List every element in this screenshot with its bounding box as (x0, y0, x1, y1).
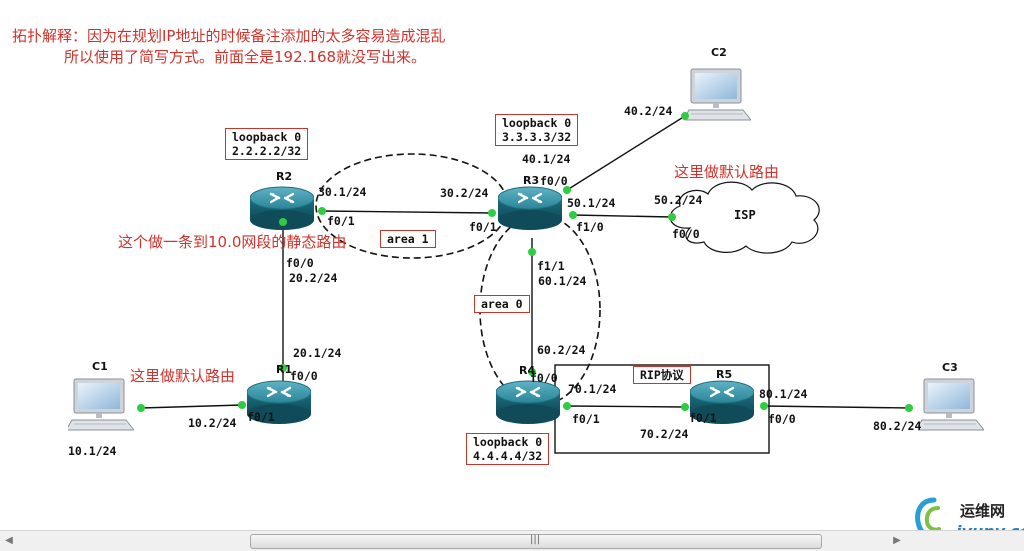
label-r1-f01: f0/1 (247, 410, 275, 424)
label-isp-ip: 50.2/24 (654, 193, 703, 207)
label-r1-ip-20-1: 20.1/24 (293, 346, 342, 360)
label-r3-ip-30-2: 30.2/24 (440, 186, 489, 200)
label-r3-f11: f1/1 (537, 259, 565, 273)
label-r4-f01: f0/1 (572, 412, 600, 426)
caption-r3-default-route: 这里做默认路由 (674, 163, 780, 181)
port-dot-r2-f01 (318, 207, 326, 215)
port-dot-isp (668, 213, 676, 221)
caption-r1-default-route: 这里做默认路由 (130, 367, 236, 385)
link-r4-r5 (566, 405, 686, 408)
label-r4-f00: f0/0 (530, 371, 558, 385)
device-name-isp: ISP (734, 208, 756, 222)
link-r2-r3 (321, 210, 493, 214)
label-r3-f10: f1/0 (576, 220, 604, 234)
port-dot-r3-f10 (569, 211, 577, 219)
scrollbar-grip: ||| (530, 534, 541, 545)
r3-loopback-box: loopback 0 3.3.3.3/32 (495, 114, 579, 146)
pc-c3-icon[interactable] (916, 378, 984, 431)
horizontal-scrollbar[interactable]: ◀ ||| ▶ (0, 530, 1024, 551)
link-r3-isp (572, 214, 673, 218)
label-r2-ip-30-1: 30.1/24 (318, 185, 367, 199)
port-dot-r1-f00 (279, 364, 287, 372)
device-name-r4: R4 (519, 364, 536, 377)
label-c1-ip: 10.1/24 (68, 444, 117, 458)
label-c2-ip: 40.2/24 (624, 104, 673, 118)
device-name-c1: C1 (92, 360, 108, 373)
port-dot-r3-f01 (488, 209, 496, 217)
caption-line1: 拓扑解释：因为在规划IP地址的时候备注添加的太多容易造成混乱 (12, 27, 446, 45)
device-name-c2: C2 (711, 46, 727, 59)
port-dot-r3-f11 (528, 248, 536, 256)
r2-loopback-box: loopback 0 2.2.2.2/32 (225, 128, 309, 160)
device-name-c3: C3 (942, 361, 958, 374)
router-r3-icon[interactable] (498, 186, 562, 230)
watermark-cn: 运维网 (960, 502, 1006, 520)
port-dot-c3 (905, 404, 913, 412)
link-c1-r1 (140, 404, 243, 409)
router-r4-icon[interactable] (496, 380, 560, 424)
label-r4-ip-60-2: 60.2/24 (537, 343, 586, 357)
label-r1-ip-10-2: 10.2/24 (188, 416, 237, 430)
label-r3-f01: f0/1 (469, 220, 497, 234)
device-name-r5: R5 (716, 368, 733, 381)
scroll-right-arrow-icon[interactable]: ▶ (893, 535, 901, 546)
label-r1-f00: f0/0 (290, 369, 318, 383)
scrollbar-thumb[interactable]: ||| (250, 534, 822, 549)
label-r3-ip-60-1: 60.1/24 (538, 274, 587, 288)
label-r5-f00: f0/0 (768, 412, 796, 426)
rip-protocol-label: RIP协议 (633, 366, 691, 384)
port-dots (137, 112, 913, 412)
label-r2-f01: f0/1 (327, 214, 355, 228)
device-name-r2: R2 (276, 170, 293, 183)
port-dot-c2 (681, 112, 689, 120)
port-dot-r4-f01 (563, 402, 571, 410)
topology-svg (66, 68, 984, 454)
label-r4-ip-70-1: 70.1/24 (568, 382, 617, 396)
scroll-left-arrow-icon[interactable]: ◀ (5, 535, 13, 546)
port-dot-r5-f01 (681, 403, 689, 411)
port-dot-r4-f00 (528, 368, 536, 376)
label-isp-f00: f0/0 (672, 227, 700, 241)
caption-r2-static-route: 这个做一条到10.0网段的静态路由 (118, 233, 347, 251)
label-r3-ip-40-1: 40.1/24 (522, 152, 571, 166)
port-dot-r5-f00 (760, 402, 768, 410)
label-r2-f00: f0/0 (286, 256, 314, 270)
port-dot-r2-f00 (279, 218, 287, 226)
port-dot-r3-f00 (563, 186, 571, 194)
pc-c1-icon[interactable] (66, 378, 134, 431)
label-r5-f01: f0/1 (689, 411, 717, 425)
area0-label: area 0 (474, 295, 530, 313)
port-dot-c1 (137, 404, 145, 412)
isp-cloud[interactable] (669, 181, 820, 254)
label-r5-ip-70-2: 70.2/24 (640, 427, 689, 441)
topology-canvas: 拓扑解释：因为在规划IP地址的时候备注添加的太多容易造成混乱 所以使用了简写方式… (12, 27, 1024, 541)
label-r3-f00: f0/0 (540, 174, 568, 188)
label-r5-ip-80-1: 80.1/24 (759, 387, 808, 401)
link-r5-c3 (763, 405, 910, 409)
area1-label: area 1 (380, 230, 436, 248)
label-r3-ip-50-1: 50.1/24 (567, 196, 616, 210)
label-r2-ip-20-2: 20.2/24 (289, 271, 338, 285)
link-r3-c2 (566, 115, 686, 191)
r4-loopback-box: loopback 0 4.4.4.4/32 (466, 433, 550, 465)
port-dot-r1-f01 (238, 401, 246, 409)
label-c3-ip: 80.2/24 (873, 419, 922, 433)
pc-c2-icon[interactable] (683, 68, 751, 121)
device-name-r3: R3 (523, 174, 540, 187)
caption-line2: 所以使用了简写方式。前面全是192.168就没写出来。 (64, 48, 427, 66)
device-name-r1: R1 (276, 363, 293, 376)
